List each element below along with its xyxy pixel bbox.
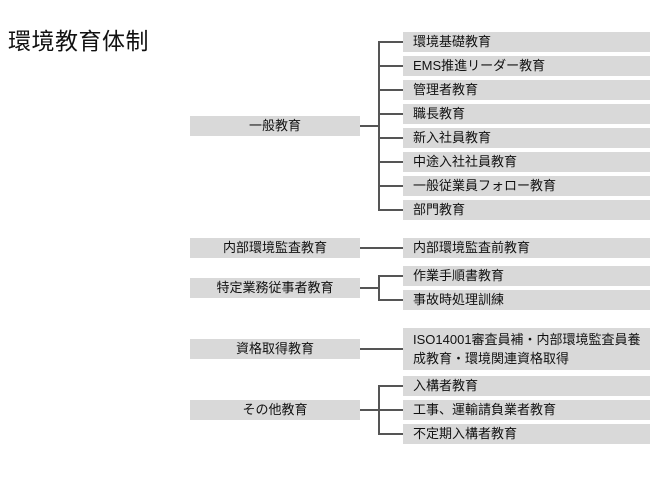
connector-horizontal [378, 113, 403, 115]
child-node: 不定期入構者教育 [403, 424, 650, 444]
child-node: 職長教育 [403, 104, 650, 124]
connector-horizontal [378, 161, 403, 163]
parent-node: 特定業務従事者教育 [190, 278, 360, 298]
connector-horizontal [378, 185, 403, 187]
child-node: 管理者教育 [403, 80, 650, 100]
connector-horizontal [378, 348, 403, 350]
page-title: 環境教育体制 [8, 28, 149, 54]
child-node: 環境基礎教育 [403, 32, 650, 52]
child-node: 内部環境監査前教育 [403, 238, 650, 258]
child-node: 中途入社社員教育 [403, 152, 650, 172]
connector-horizontal [378, 433, 403, 435]
connector-horizontal [378, 409, 403, 411]
connector-horizontal [360, 409, 380, 411]
child-node: 作業手順書教育 [403, 266, 650, 286]
child-node: 入構者教育 [403, 376, 650, 396]
child-node: 事故時処理訓練 [403, 290, 650, 310]
child-node: 工事、運輸請負業者教育 [403, 400, 650, 420]
child-node: 新入社員教育 [403, 128, 650, 148]
connector-vertical [378, 275, 380, 301]
parent-node: 資格取得教育 [190, 339, 360, 359]
connector-horizontal [360, 348, 380, 350]
connector-horizontal [360, 247, 380, 249]
connector-horizontal [378, 247, 403, 249]
connector-horizontal [378, 209, 403, 211]
child-node: 一般従業員フォロー教育 [403, 176, 650, 196]
child-node: EMS推進リーダー教育 [403, 56, 650, 76]
connector-horizontal [360, 125, 380, 127]
child-node: 部門教育 [403, 200, 650, 220]
connector-horizontal [378, 41, 403, 43]
parent-node: 一般教育 [190, 116, 360, 136]
connector-horizontal [378, 385, 403, 387]
connector-horizontal [378, 137, 403, 139]
parent-node: その他教育 [190, 400, 360, 420]
child-node: ISO14001審査員補・内部環境監査員養成教育・環境関連資格取得 [403, 328, 650, 370]
connector-vertical [378, 41, 380, 211]
connector-horizontal [378, 299, 403, 301]
connector-horizontal [378, 89, 403, 91]
connector-horizontal [378, 275, 403, 277]
parent-node: 内部環境監査教育 [190, 238, 360, 258]
connector-horizontal [360, 287, 380, 289]
connector-horizontal [378, 65, 403, 67]
